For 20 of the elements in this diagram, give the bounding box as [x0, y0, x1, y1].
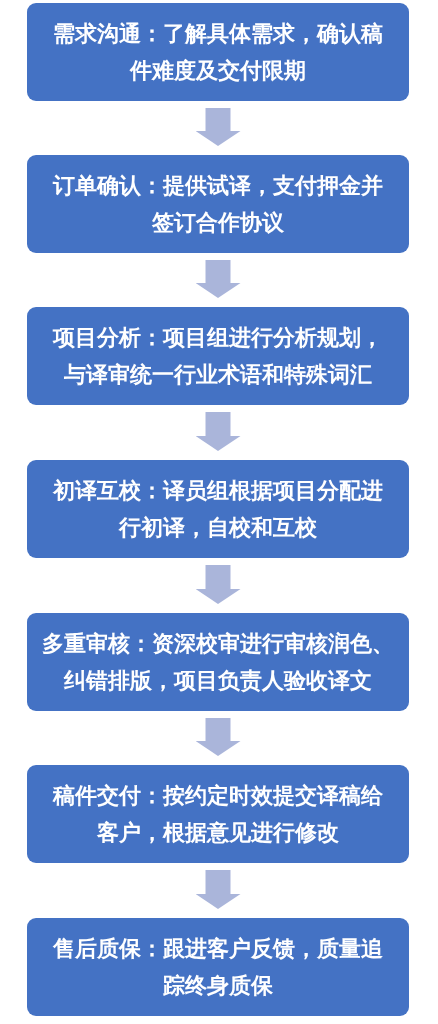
- step-description: 稿件交付：按约定时效提交译稿给客户，根据意见进行修改: [52, 782, 384, 847]
- step-description: 售后质保：跟进客户反馈，质量追踪终身质保: [52, 935, 384, 1000]
- step-description: 初译互校：译员组根据项目分配进行初译，自校和互校: [52, 477, 384, 542]
- arrow: [195, 718, 241, 756]
- arrow: [195, 565, 241, 604]
- process-box: [27, 460, 409, 558]
- process-box: [27, 613, 409, 711]
- step-description: 订单确认：提供试译，支付押金并签订合作协议: [52, 172, 384, 237]
- step-description: 多重审核：资深校审进行审核润色、纠错排版，项目负责人验收译文: [41, 630, 395, 695]
- arrow: [195, 108, 241, 146]
- process-box: [27, 765, 409, 863]
- step-description: 项目分析：项目组进行分析规划，与译审统一行业术语和特殊词汇: [52, 324, 384, 389]
- arrow: [195, 260, 241, 298]
- process-box: [27, 918, 409, 1016]
- arrow: [195, 412, 241, 451]
- arrow: [195, 870, 241, 909]
- step-description: 需求沟通：了解具体需求，确认稿件难度及交付限期: [52, 20, 384, 85]
- process-box: [27, 155, 409, 253]
- process-box: [27, 3, 409, 101]
- process-box: [27, 307, 409, 405]
